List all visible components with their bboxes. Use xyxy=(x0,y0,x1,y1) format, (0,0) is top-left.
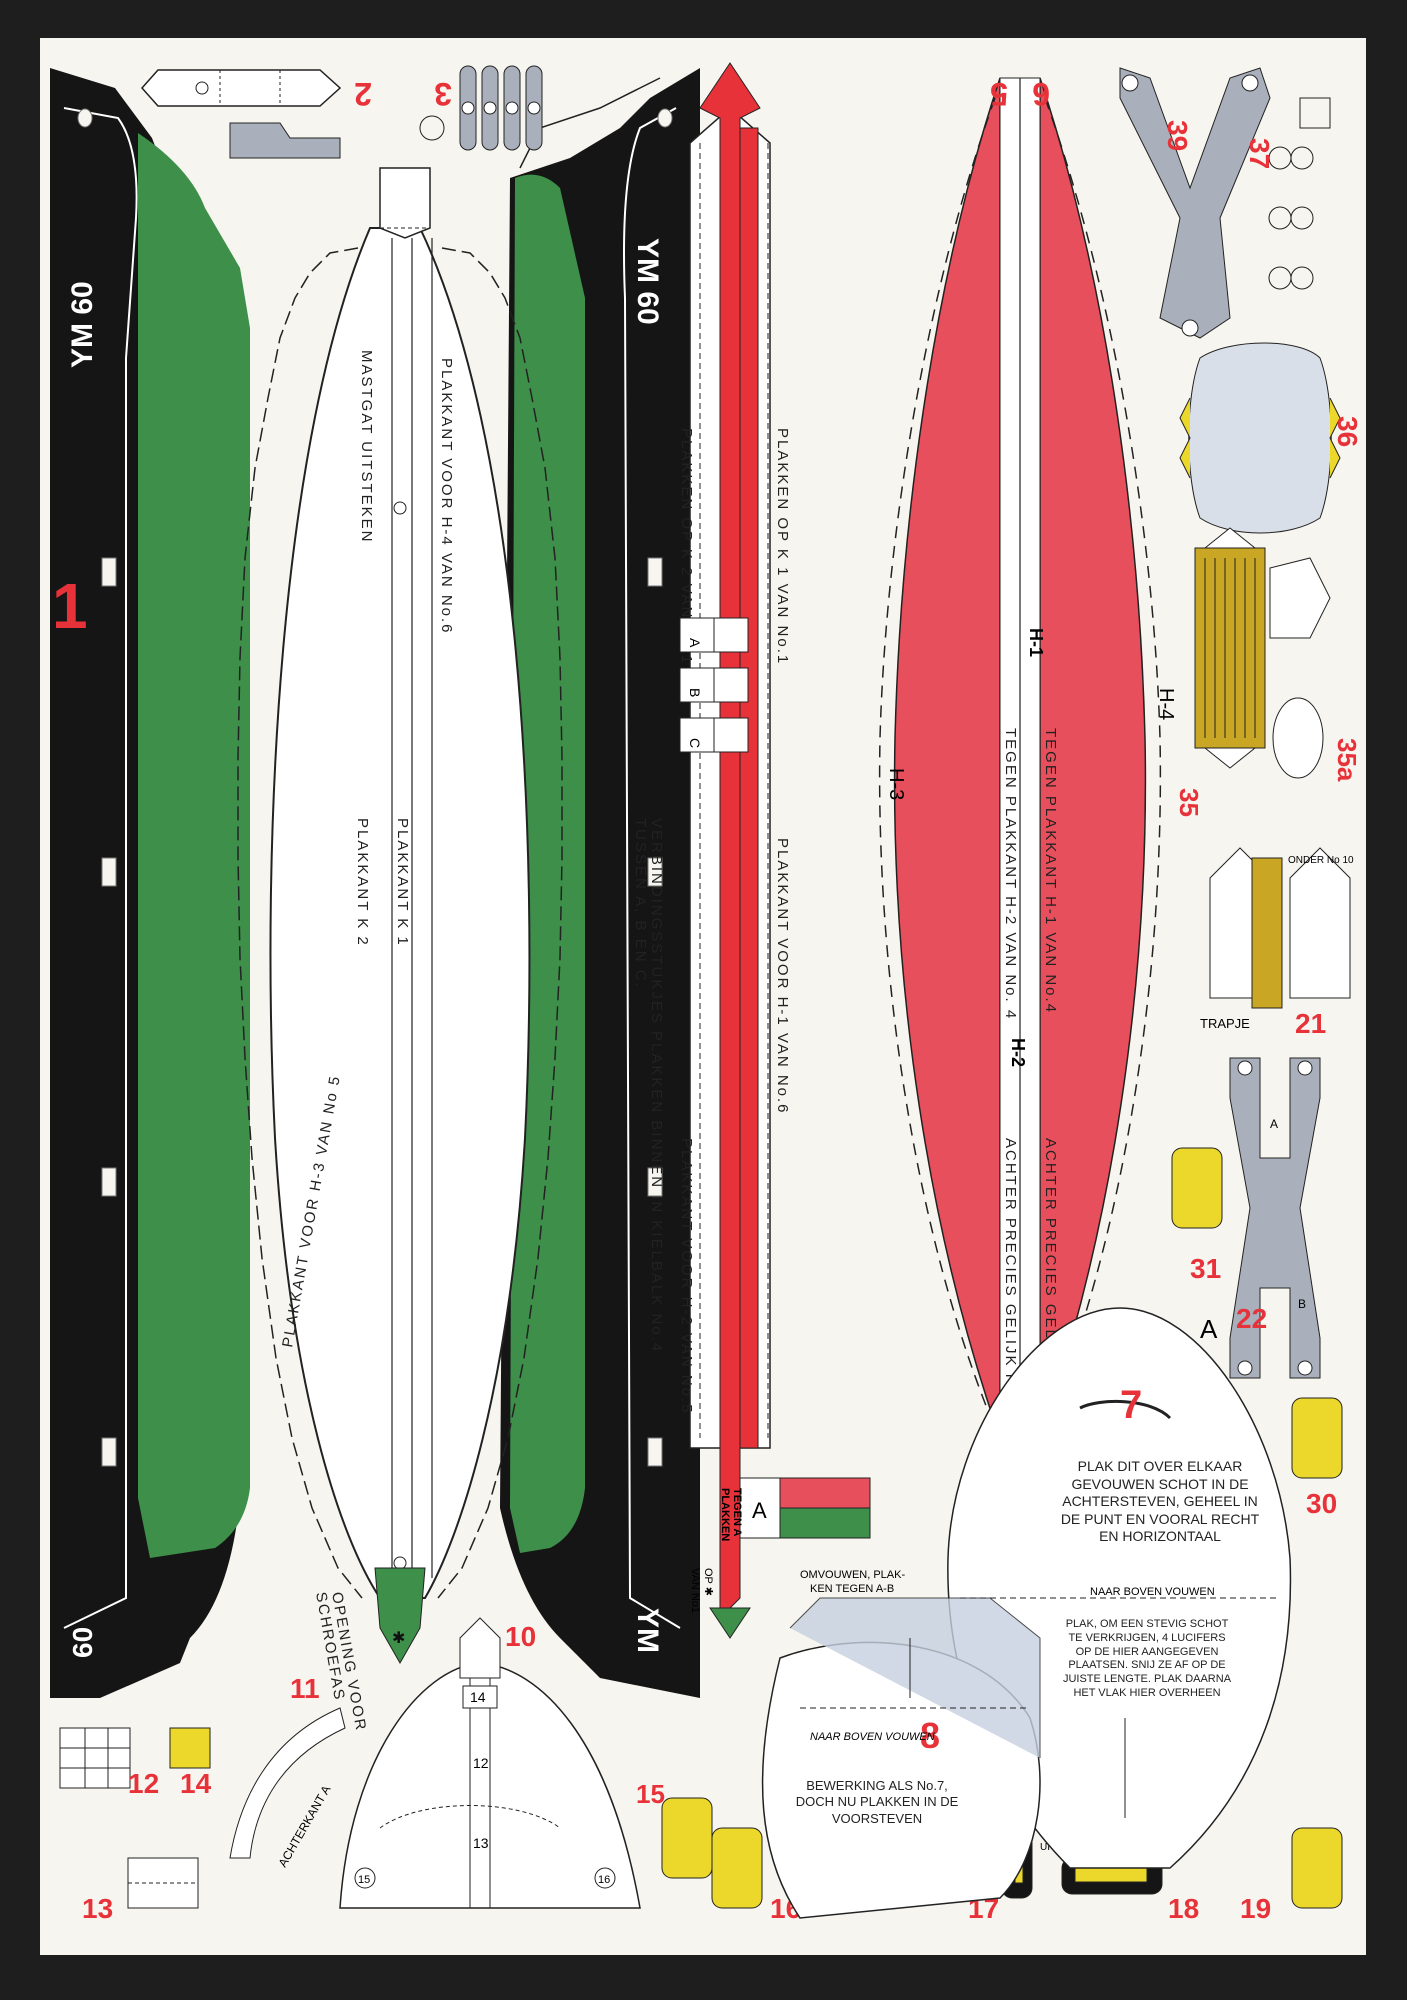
hull-side-left xyxy=(50,68,250,1698)
part-number-36: 36 xyxy=(1332,416,1363,447)
part-4-keel xyxy=(689,62,771,1639)
hull-name-bottom-right: YM xyxy=(631,1608,664,1653)
part-number-37: 37 xyxy=(1244,138,1275,169)
parts-12-13 xyxy=(59,1727,199,1909)
part-8-bulkhead xyxy=(761,1597,1041,1919)
part-7-instructions: PLAK DIT OVER ELKAAR GEVOUWEN SCHOT IN D… xyxy=(1060,1458,1260,1544)
part-10-n14: 14 xyxy=(470,1689,486,1705)
part-number-4: 4 xyxy=(714,75,733,113)
part-number-2: 2 xyxy=(354,76,372,112)
keel-tab-b: B xyxy=(687,688,703,697)
hull-side-right xyxy=(500,68,700,1698)
part-3-propellers xyxy=(419,65,543,151)
uit-label-2: UIT xyxy=(1040,1842,1056,1853)
part-number-5: 5 xyxy=(990,76,1008,112)
part-10-n12: 12 xyxy=(473,1755,489,1771)
trapje-label: TRAPJE xyxy=(1200,1016,1250,1031)
keel-tegen-2: PLAKKEN xyxy=(719,1488,731,1541)
keel-label-verbinding-2: TUSSEN A, B EN C. xyxy=(632,818,649,989)
part-7-letter: A xyxy=(1200,1314,1218,1344)
part-35-gold xyxy=(1194,527,1331,779)
part-10-n16: 16 xyxy=(598,1874,610,1886)
part-number-19: 19 xyxy=(1240,1893,1271,1924)
side-label-h2: H-2 xyxy=(1008,1038,1028,1067)
part-number-18: 18 xyxy=(1168,1893,1199,1924)
hull-name-left: YM 60 xyxy=(66,281,99,368)
part-number-15: 15 xyxy=(636,1779,665,1809)
part-22-b: B xyxy=(1298,1297,1306,1311)
part-36-lifeboat xyxy=(1179,342,1341,534)
keel-label-h1: PLAKKANT VOOR H-1 VAN No.6 xyxy=(774,838,791,1115)
deck-label-h4: PLAKKANT VOOR H-4 VAN No.6 xyxy=(438,358,455,635)
part-number-7: 7 xyxy=(1120,1383,1142,1427)
keel-tab-c: C xyxy=(687,738,703,748)
part-number-1: 1 xyxy=(52,570,88,642)
side-label-h4: H-4 xyxy=(1155,688,1177,720)
keel-op-1: OP ✱ xyxy=(702,1568,714,1596)
deck-piece: ✱ xyxy=(237,167,563,1665)
side-label-h1: H-1 xyxy=(1026,628,1046,657)
part-number-35a: 35a xyxy=(1332,738,1362,782)
part-number-8: 8 xyxy=(920,1715,940,1756)
part-number-14: 14 xyxy=(180,1768,212,1799)
part-11-arc-strip xyxy=(229,1707,346,1859)
hull-number-bottom-left: 60 xyxy=(67,1627,98,1658)
part-22-a: A xyxy=(1270,1117,1278,1131)
keel-label-k1: PLAKKEN OP K 1 VAN No.1 xyxy=(774,428,791,665)
keel-label-verbinding-1: VERBINDINGSSTUKJES PLAKKEN BINNEN IN KIE… xyxy=(648,818,665,1353)
part-number-11: 11 xyxy=(290,1673,320,1704)
part-number-39: 39 xyxy=(1162,120,1193,151)
part-2-rudder xyxy=(140,69,342,159)
part-number-3: 3 xyxy=(434,76,452,112)
part-8-bewerking: BEWERKING ALS No.7, DOCH NU PLAKKEN IN D… xyxy=(795,1778,959,1826)
part-number-31: 31 xyxy=(1190,1253,1221,1284)
part-number-30: 30 xyxy=(1306,1488,1337,1519)
part-7-fold: NAAR BOVEN VOUWEN xyxy=(1090,1586,1215,1598)
part-number-12: 12 xyxy=(128,1768,159,1799)
side-label-h3: H-3 xyxy=(885,768,907,800)
hull-portholes xyxy=(77,108,673,1467)
side-label-tegen-h1: TEGEN PLAKKANT H-1 VAN No.4 xyxy=(1042,728,1059,1014)
parts-5-6-red-sides xyxy=(878,77,1162,1439)
part-22-bracket xyxy=(1229,1057,1321,1379)
keel-tab-a: A xyxy=(687,638,703,648)
onder-label: ONDER No 10 xyxy=(1288,855,1354,866)
keel-omvouwen-2: KEN TEGEN A-B xyxy=(810,1583,894,1595)
keel-label-h2: PLAKKANT VOOR H-2 VAN No.5 xyxy=(678,1138,695,1415)
part-8-fold: NAAR BOVEN VOUWEN xyxy=(810,1731,935,1743)
part-21-ladder xyxy=(1209,847,1351,1009)
keel-flag-tab xyxy=(739,1477,871,1539)
deck-label-k1: PLAKKANT K 1 xyxy=(394,818,411,947)
side-label-tegen-h2: TEGEN PLAKKANT H-2 VAN No. 4 xyxy=(1002,728,1019,1020)
part-number-6: 6 xyxy=(1032,76,1050,112)
achterkant-label: ACHTERKANT A xyxy=(275,1783,333,1870)
part-number-10: 10 xyxy=(505,1621,536,1652)
part-10-n13: 13 xyxy=(473,1835,489,1851)
cutout-sheet: YM 60 YM 60 60 YM ✱ PLAKKANT VOOR H-4 VA… xyxy=(40,38,1366,1955)
part-number-21: 21 xyxy=(1295,1008,1326,1039)
part-10-n15: 15 xyxy=(358,1874,370,1886)
part-number-22: 22 xyxy=(1236,1303,1267,1334)
keel-op-2: VAN No1 xyxy=(689,1568,701,1613)
keel-tegen-1: TEGEN A xyxy=(731,1488,743,1537)
keel-letter-a: A xyxy=(752,1498,767,1523)
part-7-plak-text: PLAK, OM EEN STEVIG SCHOT TE VERKRIJGEN,… xyxy=(1062,1618,1232,1699)
cutout-artwork: YM 60 YM 60 60 YM ✱ PLAKKANT VOOR H-4 VA… xyxy=(50,62,1363,1924)
svg-text:✱: ✱ xyxy=(392,1630,405,1647)
keel-label-k2: PLAKKEN OP K 2 VAN No.1 xyxy=(678,428,695,665)
keel-omvouwen-1: OMVOUWEN, PLAK- xyxy=(800,1569,905,1581)
deck-label-mast: MASTGAT UITSTEKEN xyxy=(358,350,375,543)
deck-label-k2: PLAKKANT K 2 xyxy=(354,818,371,947)
hull-name-right: YM 60 xyxy=(631,238,664,325)
part-39-bracket xyxy=(1119,67,1271,339)
part-number-35: 35 xyxy=(1174,788,1204,817)
part-10-bow-plate xyxy=(339,1617,641,1909)
part-37-wheels xyxy=(1268,97,1331,290)
part-number-13: 13 xyxy=(82,1893,113,1924)
keel-connector-boxes xyxy=(679,617,749,753)
